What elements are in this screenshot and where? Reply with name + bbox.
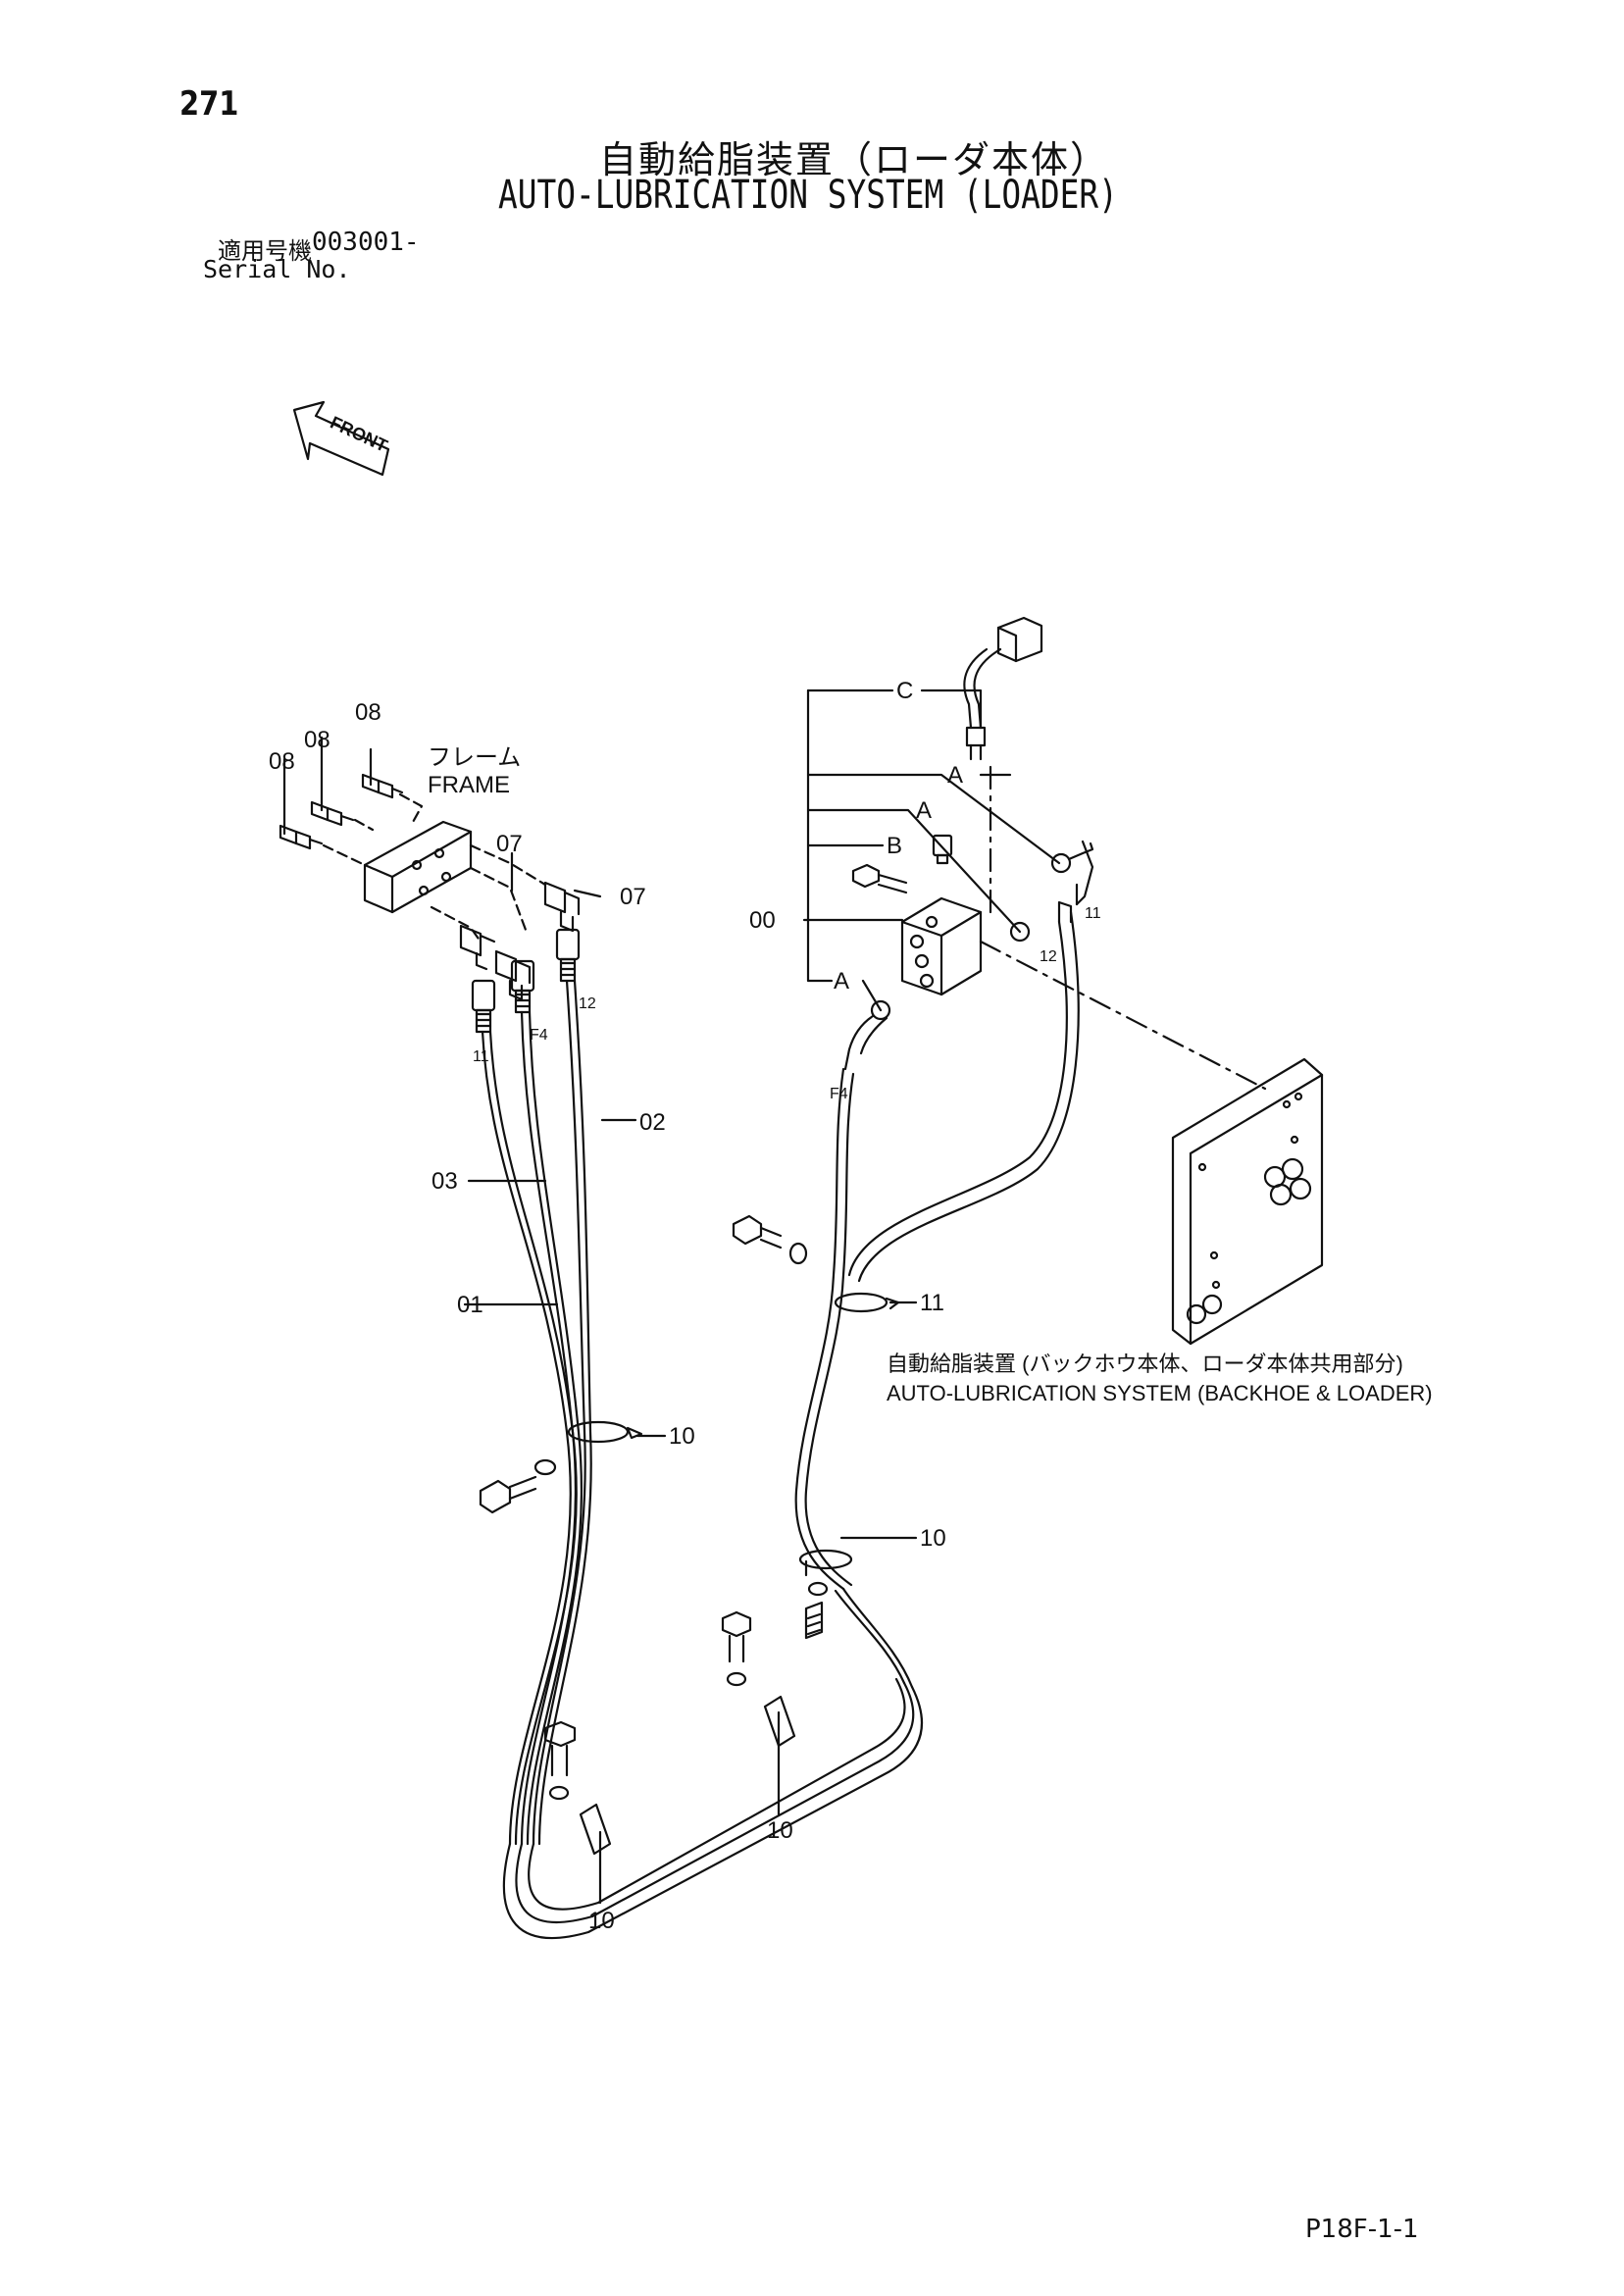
elbow-fitting-07b [543, 881, 581, 933]
ref-b: B [887, 833, 902, 859]
callout-00: 00 [749, 907, 776, 934]
callout-11: 11 [920, 1290, 944, 1316]
sub-assembly-label-japanese: 自動給脂装置 (バックホウ本体、ローダ本体共用部分) [887, 1352, 1403, 1376]
grease-fitting-08b [310, 800, 355, 827]
frame-block [363, 820, 473, 914]
hose-tag-left-f4: F4 [530, 1027, 548, 1044]
fitting-a-1 [1050, 840, 1094, 906]
hose-end-fitting-11 [471, 979, 496, 1034]
hoses-left-bundle [481, 979, 924, 1940]
leader-lines [282, 689, 1061, 1905]
serial-label-japanese: 適用号機 [218, 237, 312, 265]
grease-fitting-08a [279, 824, 324, 850]
callout-02: 02 [639, 1109, 666, 1136]
serial-label-english: Serial No. [203, 255, 351, 283]
bolt-bottom-c [543, 1720, 577, 1801]
hose-tag-left-11: 11 [473, 1048, 489, 1065]
page-number: 271 [179, 84, 239, 124]
ref-c: C [896, 678, 913, 704]
clamp-10-bottom-1 [579, 1803, 612, 1856]
hose-tag-right-12: 12 [1040, 948, 1057, 965]
ref-a-3: A [834, 968, 849, 995]
plug-b [932, 834, 953, 865]
bolt-upper-right [732, 1214, 808, 1265]
bolt-block [851, 863, 908, 894]
clamp-11 [834, 1292, 900, 1313]
fitting-a-2 [1009, 921, 1031, 943]
callout-03: 03 [431, 1168, 458, 1195]
callout-07a: 07 [496, 831, 523, 857]
bolt-bottom-a [721, 1610, 752, 1687]
callout-08b: 08 [304, 727, 330, 753]
title-japanese: 自動給脂装置（ローダ本体） [599, 138, 1110, 181]
serial-number-value: 003001- [312, 228, 420, 257]
document-code: P18F-1-1 [1305, 2215, 1419, 2244]
front-arrow-icon: FRONT [292, 400, 391, 477]
frame-label-japanese: フレーム [428, 744, 521, 771]
hose-tag-left-12: 12 [579, 995, 596, 1012]
ref-a-1: A [947, 762, 963, 789]
callout-10-bottom-left: 10 [588, 1908, 615, 1934]
callout-08a: 08 [269, 748, 295, 775]
callout-10-upper-left: 10 [669, 1423, 695, 1450]
callout-07b: 07 [620, 884, 646, 910]
callout-10-right: 10 [920, 1525, 946, 1552]
clamp-10-bottom-2 [763, 1695, 796, 1748]
frame-label-english: FRAME [428, 772, 510, 798]
callout-10-bottom-middle: 10 [767, 1817, 793, 1844]
pressure-sensor-connector [963, 616, 1043, 761]
hose-tag-right-11: 11 [1085, 905, 1101, 922]
distribution-block [900, 896, 983, 996]
bolt-bottom-b [804, 1581, 829, 1640]
callout-01: 01 [457, 1292, 483, 1318]
ref-a-2: A [916, 797, 932, 824]
clamp-10-right [798, 1549, 853, 1577]
hose-tag-right-f4: F4 [830, 1086, 848, 1102]
sub-assembly-label-english: AUTO-LUBRICATION SYSTEM (BACKHOE & LOADE… [887, 1381, 1433, 1405]
title-english: AUTO-LUBRICATION SYSTEM (LOADER) [498, 173, 1118, 218]
hoses-right-bundle [794, 910, 1080, 1591]
bolt-left [479, 1458, 557, 1514]
front-label: FRONT [328, 412, 391, 455]
elbow-fitting-07c [459, 924, 496, 971]
mounting-plate [1171, 1057, 1324, 1346]
grease-fitting-08c [361, 773, 404, 799]
callout-08c: 08 [355, 699, 381, 726]
fitting-a-3 [843, 999, 891, 1071]
hose-end-fitting-12 [555, 928, 581, 983]
hose-end-fitting-f4 [510, 959, 535, 1014]
